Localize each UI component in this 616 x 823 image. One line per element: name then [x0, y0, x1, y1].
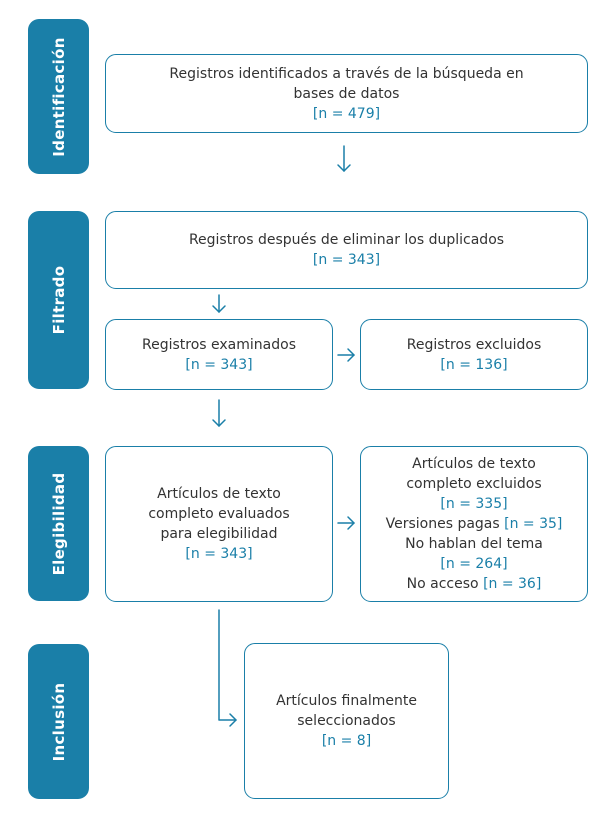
box-records-identified-line1: Registros identificados a través de la b…	[169, 65, 524, 82]
box-records-screened-line1: Registros examinados	[142, 336, 296, 353]
box-fulltext-assessed: Artículos de texto completo evaluados pa…	[105, 446, 333, 602]
box-records-deduplicated-count: [n = 343]	[312, 252, 381, 268]
box-fulltext-excluded: Artículos de texto completo excluidos [n…	[360, 446, 588, 602]
exclusion-reason-noaccess-label: No acceso	[406, 576, 479, 592]
box-fulltext-assessed-line3: para elegibilidad	[160, 526, 278, 542]
exclusion-reason-paid: Versiones pagas [n = 35]	[386, 514, 563, 534]
box-records-deduplicated: Registros después de eliminar los duplic…	[105, 211, 588, 289]
arrow-fulltext-to-fulltext-excluded	[337, 516, 355, 530]
box-records-identified-line2: bases de datos	[293, 85, 400, 102]
box-fulltext-excluded-line1: Artículos de texto	[412, 456, 536, 472]
arrow-deduplicated-to-screened	[212, 294, 226, 313]
box-fulltext-excluded-line2: completo excluidos	[406, 476, 542, 492]
exclusion-reason-offtopic-count: [n = 264]	[440, 556, 508, 572]
box-fulltext-assessed-line2: completo evaluados	[148, 506, 290, 522]
box-final-selected-line1: Artículos finalmente	[276, 693, 417, 709]
phase-identification: Identificación	[28, 19, 89, 174]
box-records-identified: Registros identificados a través de la b…	[105, 54, 588, 133]
box-records-deduplicated-line1: Registros después de eliminar los duplic…	[188, 232, 505, 248]
phase-included: Inclusión	[28, 644, 89, 799]
box-records-screened-count: [n = 343]	[185, 356, 253, 373]
box-fulltext-excluded-count: [n = 335]	[440, 496, 508, 512]
arrow-identified-to-deduplicated	[337, 145, 351, 172]
box-fulltext-assessed-count: [n = 343]	[185, 546, 253, 562]
arrow-screened-to-fulltext	[212, 399, 226, 427]
box-fulltext-assessed-line1: Artículos de texto	[157, 486, 281, 502]
exclusion-reason-noaccess-count: [n = 36]	[483, 576, 542, 592]
box-final-selected-count: [n = 8]	[321, 733, 372, 749]
exclusion-reason-noaccess: No acceso [n = 36]	[407, 574, 542, 594]
arrow-screened-to-excluded	[337, 348, 355, 362]
box-records-excluded-count: [n = 136]	[440, 356, 508, 373]
box-records-screened: Registros examinados [n = 343]	[105, 319, 333, 390]
exclusion-reason-offtopic-label: No hablan del tema	[405, 536, 543, 552]
phase-eligibility: Elegibilidad	[28, 446, 89, 601]
box-records-excluded-line1: Registros excluidos	[406, 336, 542, 353]
box-final-selected-line2: seleccionados	[297, 713, 396, 729]
box-final-selected: Artículos finalmente seleccionados [n = …	[244, 643, 449, 799]
box-records-identified-count: [n = 479]	[312, 105, 381, 122]
phase-screening: Filtrado	[28, 211, 89, 389]
arrow-fulltext-to-final	[218, 609, 237, 727]
exclusion-reason-paid-count: [n = 35]	[504, 516, 563, 532]
exclusion-reason-paid-label: Versiones pagas	[385, 516, 500, 532]
box-records-excluded: Registros excluidos [n = 136]	[360, 319, 588, 390]
